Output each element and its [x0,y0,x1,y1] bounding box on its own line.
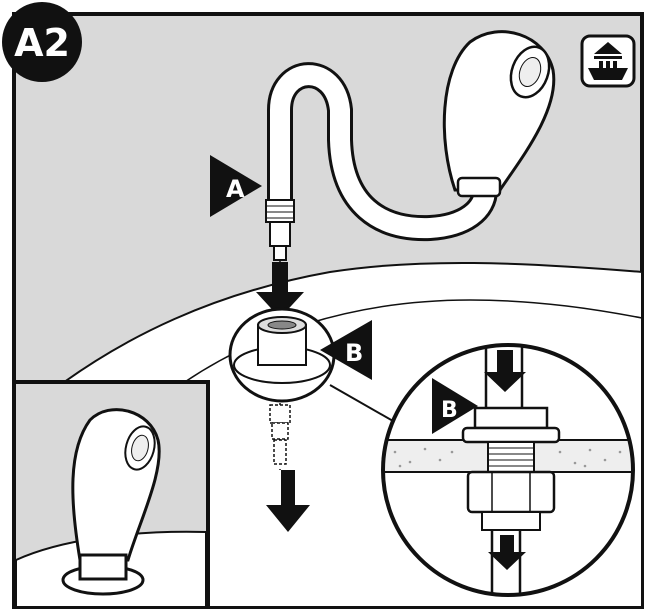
callout-pointer-b [320,320,372,380]
hose-fitting [265,199,295,261]
sprayer-head [442,30,556,198]
callout-label-b: B [345,339,363,367]
step-label: A2 [14,21,70,65]
down-arrow-icon [256,262,304,318]
callout-label-a: A [226,175,245,203]
detail-view: B [381,343,635,597]
lower-fitting [269,404,291,465]
inset-installed-sprayer [12,380,210,609]
detail-leader-line [329,384,401,426]
callout-pointer-b-detail [432,378,478,434]
callout-pointer-a [210,155,262,217]
sink-sprayer-icon [580,34,636,88]
callout-label-b-detail: B [441,398,458,423]
down-arrow-icon [266,470,310,532]
step-badge: A2 [2,2,82,82]
base-flange [228,307,336,403]
down-arrow-icon [484,350,526,392]
down-arrow-icon [488,535,526,570]
